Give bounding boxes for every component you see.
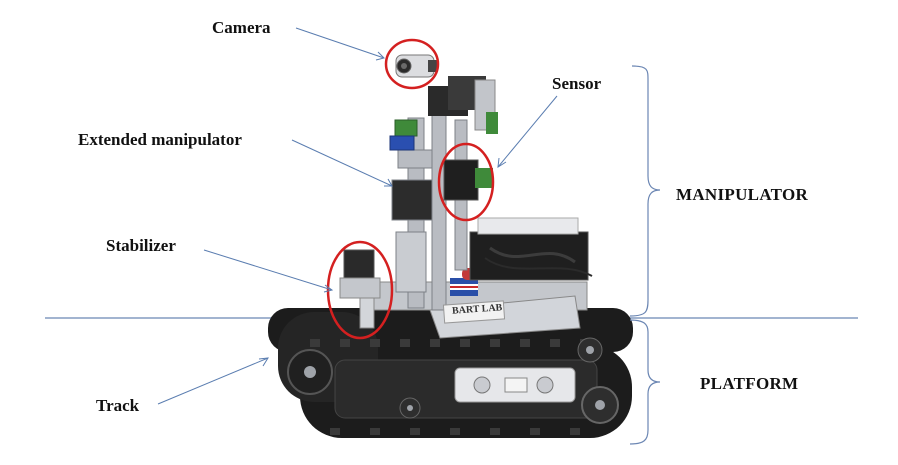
manipulator-bracket bbox=[629, 65, 661, 317]
manipulator-mast bbox=[391, 109, 468, 311]
stabilizer-label: Stabilizer bbox=[106, 236, 176, 255]
top-head bbox=[428, 76, 498, 134]
camera-label: Camera bbox=[212, 18, 271, 37]
stabilizer-unit bbox=[339, 249, 381, 329]
brackets bbox=[629, 65, 661, 445]
manipulator-label: MANIPULATOR bbox=[676, 185, 809, 204]
sensor-label: Sensor bbox=[552, 74, 602, 93]
extended-manipulator-label: Extended manipulator bbox=[78, 130, 242, 149]
platform-bracket bbox=[629, 319, 661, 445]
electronics-box bbox=[469, 217, 593, 281]
stabilizer-highlight bbox=[326, 240, 394, 340]
highlight-circles bbox=[326, 38, 495, 340]
sensor-unit bbox=[443, 159, 493, 201]
pointer-lines bbox=[157, 27, 558, 405]
camera-unit bbox=[395, 54, 438, 78]
camera-highlight bbox=[384, 38, 440, 90]
sensor-highlight bbox=[437, 142, 495, 222]
platform-label: PLATFORM bbox=[700, 374, 799, 393]
track-label: Track bbox=[96, 396, 140, 415]
